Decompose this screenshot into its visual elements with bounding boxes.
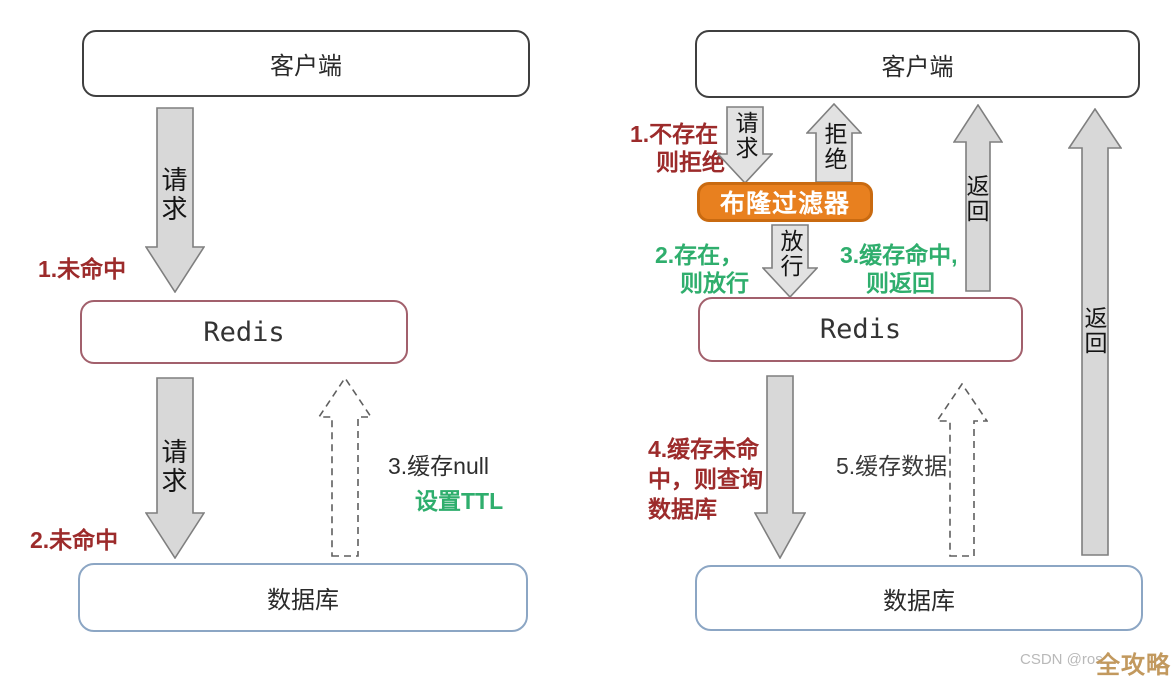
right-query-db-arrow: [754, 375, 806, 559]
left-step1-label: 1.未命中: [38, 256, 127, 282]
left-step3-line1: 3.缓存null: [388, 453, 489, 479]
bloom-filter-label: 布隆过滤器: [719, 190, 850, 218]
left-request-arrow-1: [145, 107, 205, 293]
right-redis-box: Redis: [698, 297, 1023, 362]
right-return-arrow-2: [1068, 108, 1122, 556]
right-redis-label: Redis: [819, 314, 902, 345]
left-client-label: 客户端: [270, 53, 342, 80]
right-step2-line1: 2.存在，: [655, 242, 744, 268]
right-step4-line2: 中，则查询: [648, 466, 763, 492]
right-database-box: 数据库: [695, 565, 1143, 631]
left-request-arrow-1-label: 请求: [158, 166, 188, 224]
left-redis-label: Redis: [203, 316, 285, 348]
left-client-box: 客户端: [82, 30, 530, 97]
right-return-arrow-1: [953, 104, 1003, 292]
right-pass-arrow-label: 放行: [777, 229, 803, 279]
right-cache-data-dashed-arrow: [936, 383, 988, 557]
left-database-label: 数据库: [267, 587, 339, 614]
left-step2-label: 2.未命中: [30, 527, 119, 553]
right-database-label: 数据库: [883, 587, 955, 615]
right-request-arrow-label: 请求: [732, 111, 758, 161]
left-request-arrow-2-label: 请求: [158, 438, 188, 496]
right-step2-line2: 则放行: [680, 270, 749, 296]
right-request-arrow: [717, 106, 773, 184]
watermark-handle: CSDN @ros: [1020, 651, 1103, 668]
bloom-filter-box: 布隆过滤器: [697, 182, 873, 222]
left-redis-box: Redis: [80, 300, 408, 364]
right-reject-arrow: [806, 103, 862, 183]
left-step3-line2: 设置TTL: [415, 488, 504, 514]
watermark-brand: 全攻略: [1096, 652, 1171, 677]
right-reject-arrow-label: 拒绝: [821, 122, 847, 172]
right-return-arrow-2-label: 返回: [1081, 306, 1107, 356]
right-step4-line3: 数据库: [648, 496, 717, 522]
left-request-arrow-2: [145, 377, 205, 559]
right-step1-line2: 则拒绝: [656, 149, 725, 175]
left-cache-null-dashed-arrow: [318, 377, 372, 557]
right-step5-label: 5.缓存数据: [836, 453, 948, 479]
right-step3-line1: 3.缓存命中,: [840, 242, 958, 268]
right-client-box: 客户端: [695, 30, 1140, 98]
right-step3-line2: 则返回: [866, 270, 935, 296]
right-step4-line1: 4.缓存未命: [648, 436, 760, 462]
right-client-label: 客户端: [881, 53, 954, 81]
left-database-box: 数据库: [78, 563, 528, 632]
right-pass-arrow: [762, 224, 818, 298]
right-return-arrow-1-label: 返回: [963, 174, 989, 224]
right-step1-line1: 1.不存在: [630, 121, 719, 147]
